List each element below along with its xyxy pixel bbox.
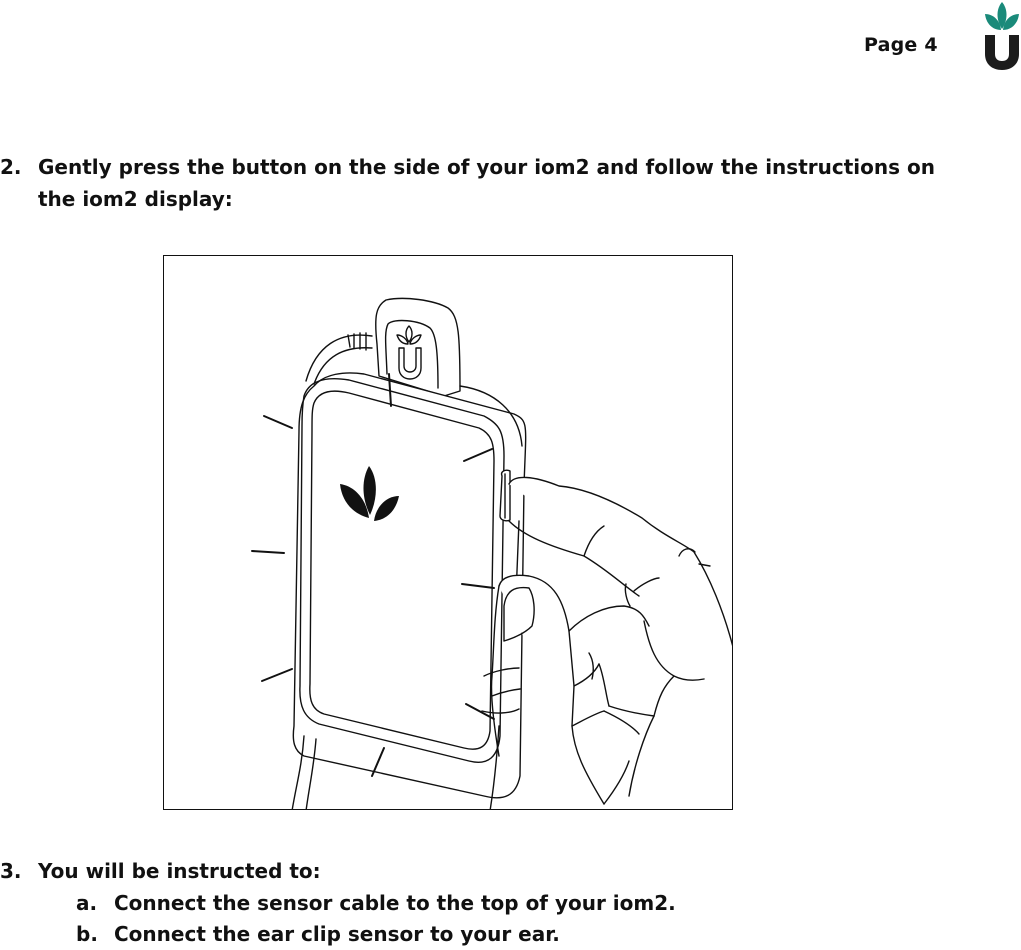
step-text: Gently press the button on the side of y… [38,155,935,211]
step-text: You will be instructed to: [38,859,321,883]
step-number: 2. [0,155,22,179]
substep-text: Connect the ear clip sensor to your ear. [114,922,560,946]
substep-letter: a. [76,891,98,915]
sprout-u-logo-icon [396,325,422,380]
instruction-step-3: 3. You will be instructed to: [0,855,1000,947]
three-leaf-icon [340,466,399,521]
substep-text: Connect the sensor cable to the top of y… [114,891,676,915]
page-header: Page 4 [0,0,1021,80]
device-illustration [163,255,733,810]
page-number: Page 4 [864,34,938,56]
instruction-step-2: 2. Gently press the button on the side o… [0,151,1000,221]
substep-letter: b. [76,922,98,946]
brand-logo-icon [982,0,1021,72]
step-number: 3. [0,859,22,883]
